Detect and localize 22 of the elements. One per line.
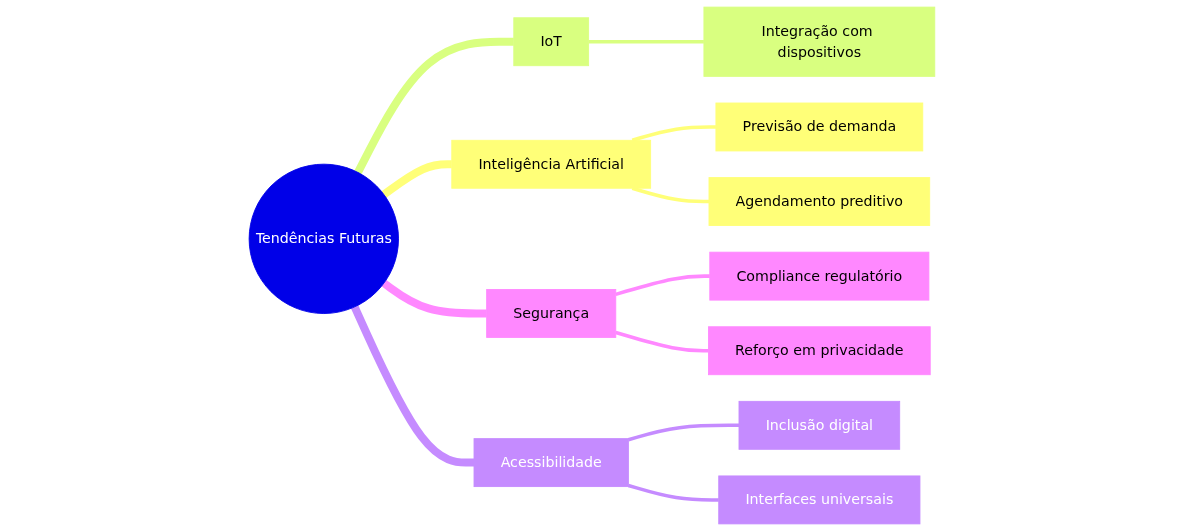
node-box: Compliance regulatório (709, 251, 930, 301)
connector (615, 330, 709, 353)
node-box: IoT (513, 17, 590, 67)
connector (351, 305, 475, 467)
node-box: Reforço em privacidade (708, 326, 931, 376)
node-box: Inteligência Artificial (451, 139, 652, 189)
connector (381, 279, 487, 318)
node-box: Integração com dispositivos (703, 6, 936, 77)
node-box: Interfaces universais (718, 475, 921, 525)
node-box: Previsão de demanda (715, 102, 924, 152)
node-box: Segurança (486, 289, 617, 338)
connector (627, 483, 719, 502)
connector (354, 37, 514, 175)
connector (615, 274, 710, 297)
connector (631, 125, 716, 142)
node-box: Agendamento preditivo (708, 177, 931, 226)
connector (588, 39, 704, 44)
node-box: Inclusão digital (738, 400, 901, 450)
node-circle: Tendências Futuras (248, 163, 399, 314)
connector (381, 160, 452, 198)
connector (627, 423, 740, 442)
node-box: Acessibilidade (473, 438, 629, 488)
